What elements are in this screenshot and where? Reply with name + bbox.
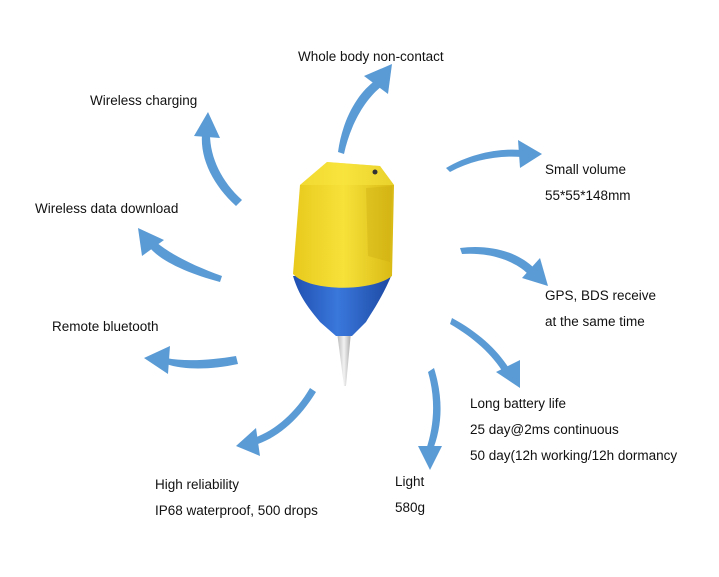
arrow-high-reliability (236, 388, 316, 456)
feature-title: Small volume (545, 162, 627, 177)
arrow-light (418, 368, 442, 470)
label-high-reliability: High reliability IP68 waterproof, 500 dr… (155, 472, 318, 524)
arrow-wireless-download (138, 228, 222, 282)
sensor-device-icon (293, 162, 394, 386)
device-lower-housing (293, 274, 392, 336)
device-upper-housing (293, 162, 394, 288)
feature-title: Light (395, 474, 425, 489)
label-light: Light 580g (395, 469, 425, 521)
label-whole-body-non-contact: Whole body non-contact (298, 44, 444, 70)
label-wireless-data-download: Wireless data download (35, 196, 178, 222)
arrow-gps (460, 246, 548, 286)
feature-detail: IP68 waterproof, 500 drops (155, 503, 318, 518)
label-small-volume: Small volume 55*55*148mm (545, 157, 631, 209)
label-remote-bluetooth: Remote bluetooth (52, 314, 159, 340)
feature-title: Remote bluetooth (52, 319, 159, 334)
feature-title: High reliability (155, 477, 240, 492)
label-long-battery-life: Long battery life 25 day@2ms continuous … (470, 391, 677, 469)
feature-title: GPS, BDS receive (545, 288, 657, 303)
feature-title: Long battery life (470, 396, 567, 411)
label-wireless-charging: Wireless charging (90, 88, 197, 114)
arrow-whole-body (338, 64, 392, 154)
feature-detail: at the same time (545, 314, 645, 329)
feature-title: Wireless charging (90, 93, 198, 108)
arrow-battery (450, 318, 520, 388)
label-gps-bds: GPS, BDS receive at the same time (545, 283, 656, 335)
feature-detail: 55*55*148mm (545, 188, 631, 203)
feature-detail: 580g (395, 500, 426, 515)
arrow-wireless-charging (194, 112, 242, 206)
arrow-small-volume (446, 140, 542, 172)
arrow-remote-bluetooth (144, 346, 238, 374)
probe-tip (337, 332, 351, 386)
feature-title: Wireless data download (35, 201, 179, 216)
feature-title: Whole body non-contact (298, 49, 444, 64)
feature-detail: 50 day(12h working/12h dormancy (470, 448, 678, 463)
feature-detail: 25 day@2ms continuous (470, 422, 619, 437)
